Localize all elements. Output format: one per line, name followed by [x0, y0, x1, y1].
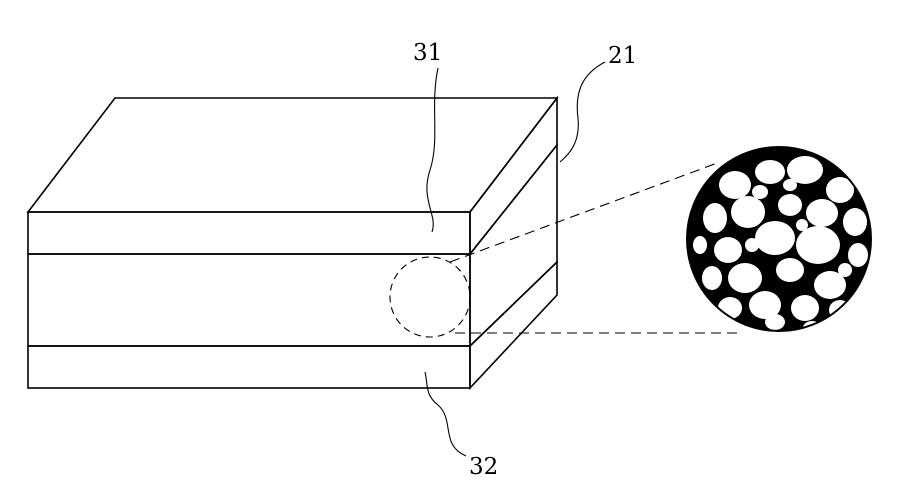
foam-cell [719, 171, 751, 199]
leader-line-21 [560, 62, 605, 162]
foam-cell [796, 219, 808, 231]
label-21: 21 [608, 43, 637, 69]
foam-cell [731, 196, 765, 228]
side-layer-core [470, 145, 557, 346]
foam-cell [702, 266, 722, 290]
foam-cell [796, 226, 840, 264]
label-31: 31 [413, 40, 442, 66]
front-layer-bottom [28, 346, 470, 388]
foam-cell [791, 295, 819, 321]
foam-cell [778, 194, 802, 216]
foam-cell [806, 199, 838, 227]
detail-magnifier-circle-icon [687, 147, 871, 335]
foam-cell [776, 258, 804, 282]
foam-cell [703, 203, 727, 233]
foam-cell [728, 263, 762, 293]
leader-line-31 [427, 68, 438, 232]
block-front-face [28, 212, 470, 388]
block-side-face [470, 98, 557, 388]
front-layer-top [28, 212, 470, 254]
front-layer-core [28, 254, 470, 346]
leader-line-32 [425, 372, 466, 456]
foam-cell [755, 221, 795, 255]
side-layer-bottom [470, 262, 557, 388]
detail-connector-upper [450, 162, 720, 262]
foam-cell [843, 208, 867, 236]
foam-cell [848, 243, 868, 267]
detail-region-circle [390, 257, 470, 337]
foam-cell [765, 314, 785, 330]
foam-cell [838, 263, 852, 277]
foam-cell [745, 238, 759, 252]
foam-cell [783, 179, 797, 191]
foam-cell [829, 300, 851, 320]
block-top-face [28, 98, 557, 212]
side-layer-top [470, 98, 557, 254]
foam-cell [693, 236, 707, 254]
foam-cell [752, 185, 768, 199]
foam-cell [755, 160, 785, 184]
foam-cell [714, 237, 742, 263]
label-32: 32 [469, 454, 498, 480]
